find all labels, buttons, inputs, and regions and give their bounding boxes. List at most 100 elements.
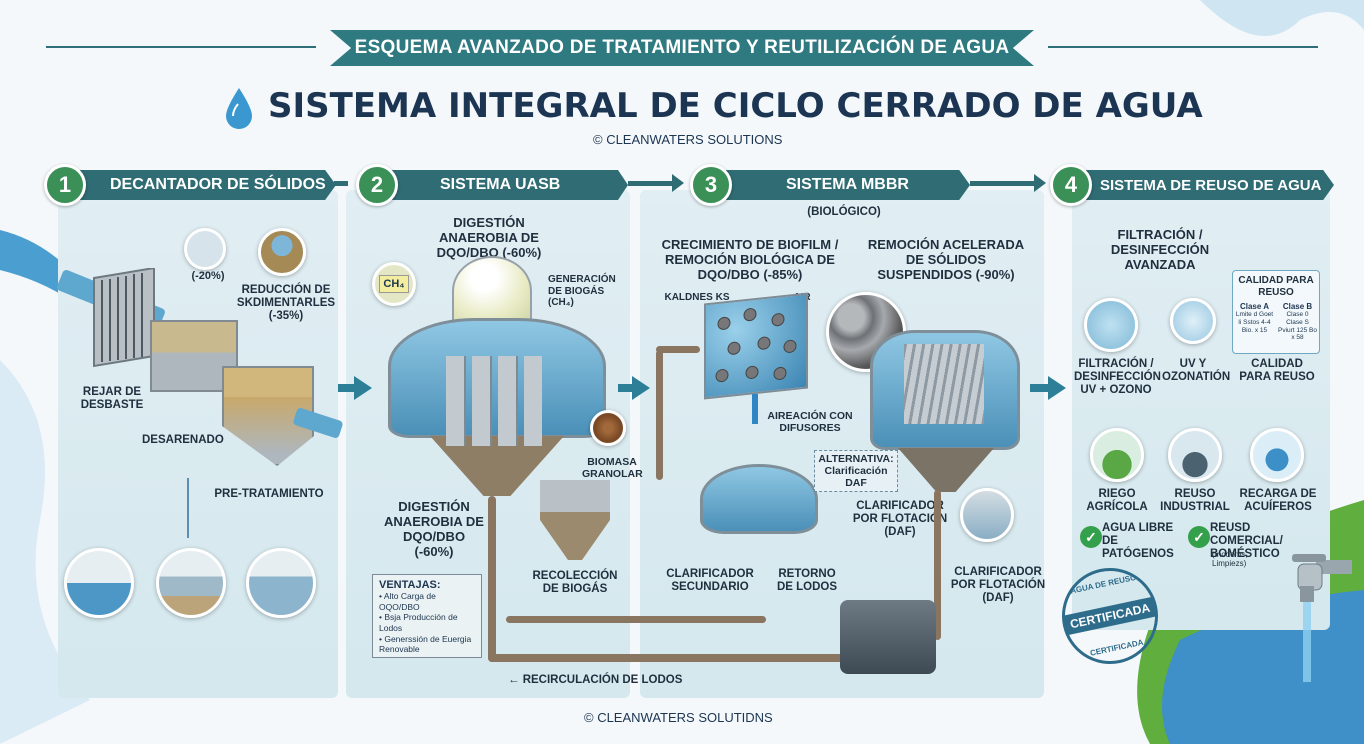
flow-arrow-1-2 <box>354 376 372 400</box>
flow-arrow-1-2-shaft <box>338 384 356 392</box>
stamp-band: CERTIFICADA <box>1062 596 1158 636</box>
daf-pipe-vertical <box>934 490 941 640</box>
biofilm-carriers <box>715 308 797 383</box>
step-2-title: SISTEMA UASB <box>440 176 561 193</box>
ventajas-title: VENTAJAS: <box>379 579 441 591</box>
step-1-number: 1 <box>44 164 86 206</box>
filter-cylinder-icon <box>1084 298 1138 352</box>
flow-arrow-3-4 <box>1048 376 1066 400</box>
ventajas-box: VENTAJAS: • Alto Carga de OQO/DBO • Bsja… <box>372 574 482 658</box>
ventaja-1: • Alto Carga de OQO/DBO <box>379 591 436 612</box>
step-4-number: 4 <box>1050 164 1092 206</box>
flow-arrow-2-3-shaft <box>618 384 634 392</box>
filt-label: FILTRACIÓN / DESINFECCIÓN UV + OZONO <box>1074 358 1161 397</box>
check2-sub: (Inodoms, Limpiezs) <box>1212 550 1248 569</box>
digestion-bottom-label: DIGESTIÓN ANAEROBIA DE DQO/DBO (-60%) <box>384 499 484 559</box>
stamp-bottom: CERTIFICADA <box>1089 637 1145 658</box>
check-icon-1: ✓ <box>1080 526 1102 548</box>
recirc-pipe-horizontal <box>488 654 908 662</box>
uv-ozone-icon <box>1170 298 1216 344</box>
recirculacion-label: ← RECIRCULACIÓN DE LODOS <box>508 674 683 686</box>
header-arrow-3-4 <box>970 181 1036 186</box>
baffle-plates <box>446 356 542 446</box>
clase-b: Clase B <box>1282 302 1313 311</box>
step-1-title: DECANTADOR DE SÓLIDOS <box>110 176 326 193</box>
ch4-icon: CH₄ <box>372 262 416 306</box>
return-pipe-horizontal <box>506 616 766 623</box>
step-3-header: SISTEMA MBBR <box>700 170 970 200</box>
flow-arrow-2-3 <box>632 376 650 400</box>
daf1-label: CLARIFICADOR POR FLOTACIÓN (DAF) <box>852 500 948 539</box>
ventaja-2: • Bsja Producción de Lodos <box>379 612 458 633</box>
crecimiento-label: CRECIMIENTO DE BIOFILM / REMOCIÓN BIOLÓG… <box>661 237 839 282</box>
screen-circle-icon <box>64 548 134 618</box>
gas-dome <box>452 256 532 326</box>
header-arrow-1-2 <box>334 181 348 186</box>
daf-scraper <box>904 344 984 424</box>
reduccion-label: REDUCCIÓN DE SKDIMENTARLES (-35%) <box>236 284 336 323</box>
clase-a-items: Lmite d Goet li Sstos 4-4 Bio. x 15 <box>1235 311 1274 334</box>
screen-detail-icon <box>184 228 226 270</box>
flotation-icon <box>960 488 1014 542</box>
pump-unit <box>840 600 936 674</box>
sedimentation-circle-icon <box>156 548 226 618</box>
return-pipe-top <box>656 346 700 353</box>
uv-label: UV Y OZONATIÓN <box>1162 358 1231 384</box>
check-icon-2: ✓ <box>1188 526 1210 548</box>
clarificador-sec-label: CLARIFICADOR SECUNDARIO <box>666 568 754 594</box>
step-4-title: SISTEMA DE REUSO DE AGUA <box>1100 176 1322 194</box>
biomasa-label: BIOMASA GRANOLAR <box>582 456 643 481</box>
rejar-label: REJAR DE DESBASTE <box>80 386 144 412</box>
down-arrow <box>187 478 189 538</box>
agriculture-icon <box>1090 428 1144 482</box>
granular-biomass-icon <box>590 410 626 446</box>
remocion-label: REMOCIÓN ACELERADA DE SÓLIDOS SUSPENDIDO… <box>867 237 1025 282</box>
screen-bar-icon <box>93 268 155 368</box>
return-pipe-vertical <box>656 350 663 480</box>
filtracion-title: FILTRACIÓN / DESINFECCIÓN AVANZADA <box>1110 227 1210 272</box>
daf2-label: CLARIFICADOR POR FLOTACIÓN (DAF) <box>950 566 1046 605</box>
pretratamiento-label: PRE-TRATAMIENTO <box>214 488 324 500</box>
kaldnes-label: KALDNES KS <box>664 292 730 303</box>
header-arrowhead-2-3 <box>672 174 684 192</box>
ventaja-3: • Generssión de Euergia Renovable <box>379 633 472 655</box>
page-title: SISTEMA INTEGRAL DE CICLO CERRADO DE AGU… <box>268 86 1203 126</box>
biologico-label: (BIOLÓGICO) <box>807 206 881 218</box>
footer: © CLEANWATERS SOLUTIDNS <box>584 710 773 725</box>
clase-a: Clase A <box>1239 302 1270 311</box>
clase-b-items: Clase 0 Clase S Pviurt 125 Bo x 58 <box>1277 311 1318 342</box>
ch4-label: CH₄ <box>379 275 409 293</box>
industry-icon <box>1168 428 1222 482</box>
calidad-box: CALIDAD PARA REUSO Clase A Lmite d Goet … <box>1232 270 1320 354</box>
sediment-drop-icon <box>258 228 306 276</box>
flow-arrow-3-4-shaft <box>1030 384 1050 392</box>
header-arrowhead-3-4 <box>1034 174 1046 192</box>
recoleccion-label: RECOLECCIÓN DE BIOGÁS <box>532 570 618 596</box>
water-drop-icon <box>226 88 252 129</box>
header-arrow-2-3 <box>628 181 676 186</box>
step-3-title: SISTEMA MBBR <box>786 176 909 193</box>
calidad-label: CALIDAD PARA REUSO <box>1239 358 1315 384</box>
digestion-top-label: DIGESTIÓN ANAEROBIA DE DQO/DBO (-60%) <box>436 215 542 260</box>
industrial-label: REUSO INDUSTRIAL <box>1160 488 1230 514</box>
recarga-label: RECARGA DE ACUÍFEROS <box>1239 488 1317 514</box>
riego-label: RIEGO AGRÍCOLA <box>1086 488 1148 514</box>
step-2-header: SISTEMA UASB <box>378 170 628 200</box>
particles-circle-icon <box>246 548 316 618</box>
air-arrow-down <box>752 394 758 424</box>
step-3-number: 3 <box>690 164 732 206</box>
calidad-head: CALIDAD PARA REUSO <box>1238 275 1314 298</box>
mbbr-reactor <box>704 292 808 400</box>
aquifer-icon <box>1250 428 1304 482</box>
step-4-header: SISTEMA DE REUSO DE AGUA <box>1064 170 1334 200</box>
alternativa-label: ALTERNATIVA: Clarificación DAF <box>814 450 898 493</box>
retorno-label: RETORNO DE LODOS <box>776 568 838 594</box>
check1-label: AGUA LIBRE DE PATÓGENOS <box>1102 522 1174 561</box>
biogas-label: GENERACIÓN DE BIOGÁS (CH₄) <box>548 274 616 308</box>
secondary-clarifier <box>700 464 818 534</box>
pct20-label: (-20%) <box>191 270 225 282</box>
faucet-icon <box>1292 554 1352 682</box>
banner: ESQUEMA AVANZADO DE TRATAMIENTO Y REUTIL… <box>330 30 1034 66</box>
recirc-pipe-vertical-left <box>488 496 496 662</box>
subtitle: © CLEANWATERS SOLUTIONS <box>593 132 783 147</box>
